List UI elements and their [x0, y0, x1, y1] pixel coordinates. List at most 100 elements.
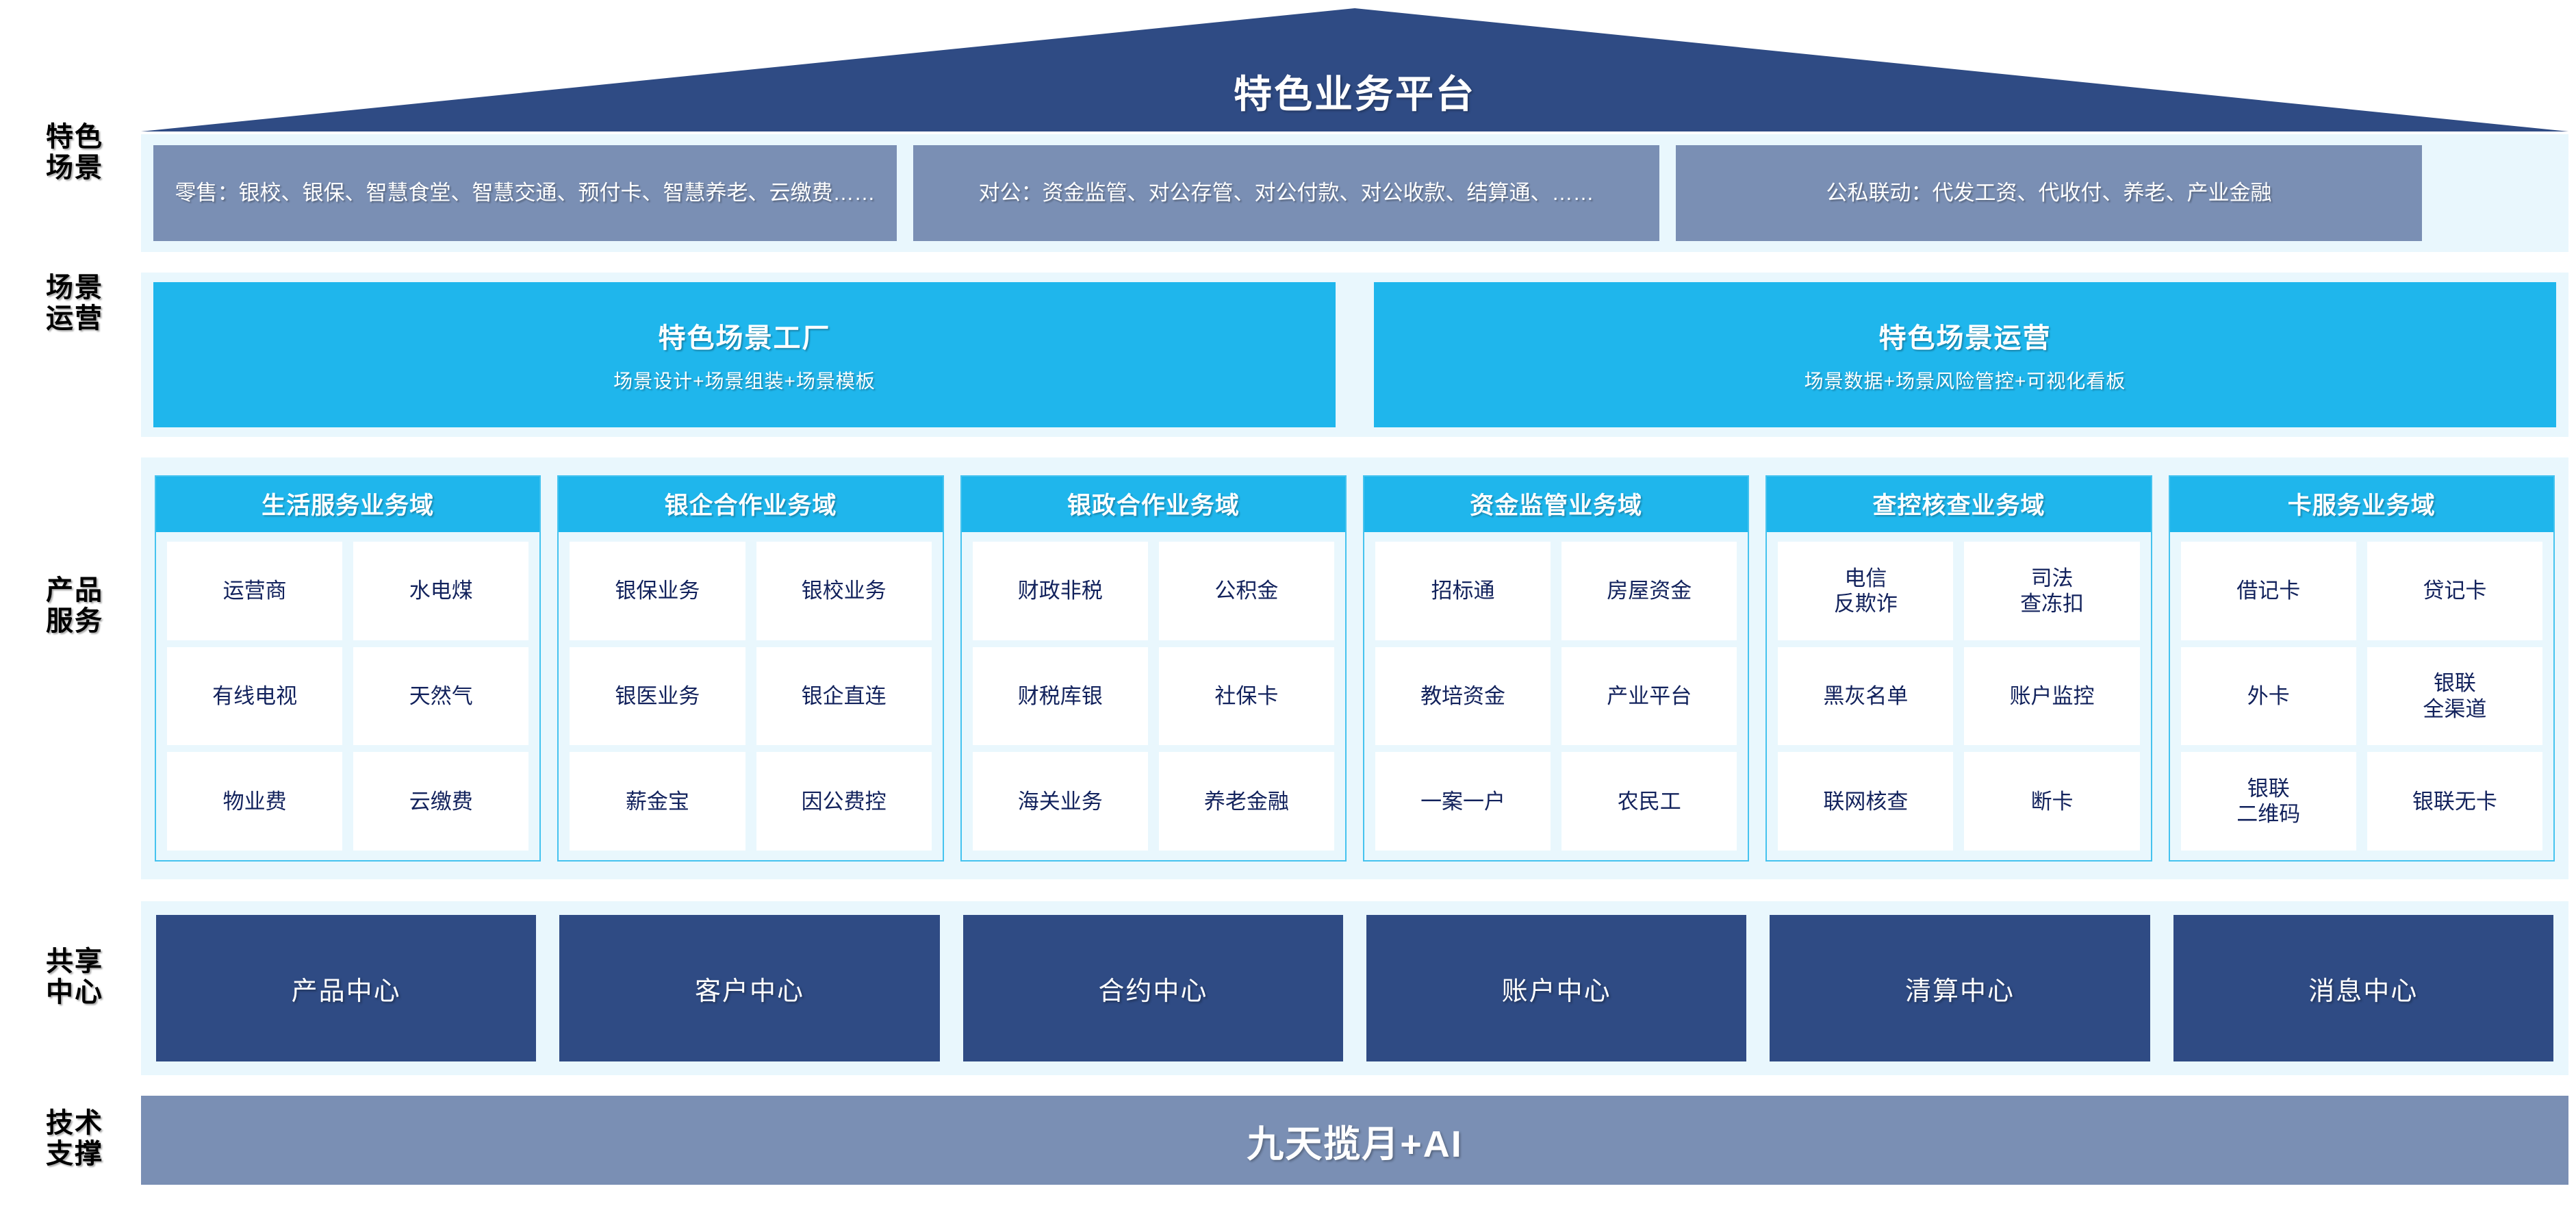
domain-cell-row: 物业费云缴费	[167, 752, 529, 851]
domain-card[interactable]: 资金监管业务域招标通房屋资金教培资金产业平台一案一户农民工	[1362, 475, 1750, 862]
domain-card[interactable]: 生活服务业务域运营商水电煤有线电视天然气物业费云缴费	[155, 475, 541, 862]
domain-cell[interactable]: 银医业务	[570, 646, 745, 746]
domain-cell-row: 海关业务养老金融	[972, 752, 1334, 851]
domain-cell[interactable]: 房屋资金	[1561, 542, 1737, 640]
row-label-products: 产品 服务	[46, 575, 103, 636]
shared-center-box[interactable]: 客户中心	[559, 915, 940, 1061]
domain-cell-row: 银保业务银校业务	[570, 542, 932, 640]
operations-band: 特色场景工厂 场景设计+场景组装+场景模板 特色场景运营 场景数据+场景风险管控…	[141, 273, 2568, 437]
domain-card-title: 查控核查业务域	[1767, 477, 2151, 532]
domain-cell-row: 财政非税公积金	[972, 542, 1334, 640]
domain-cell[interactable]: 云缴费	[353, 752, 529, 851]
domain-cell[interactable]: 财税库银	[972, 646, 1148, 746]
domain-cell[interactable]: 银校业务	[756, 542, 932, 640]
domain-cell[interactable]: 运营商	[167, 542, 343, 640]
domain-card-title: 资金监管业务域	[1364, 477, 1748, 532]
row-label-shared: 共享 中心	[46, 946, 103, 1007]
domain-cell[interactable]: 电信 反欺诈	[1778, 542, 1954, 640]
domain-cell[interactable]: 借记卡	[2180, 542, 2356, 640]
domain-card-body: 银保业务银校业务银医业务银企直连薪金宝因公费控	[559, 532, 942, 860]
row-label-operations: 场景 运营	[46, 273, 103, 334]
row-label-scenes: 特色 场景	[46, 122, 103, 183]
scene-box-corporate[interactable]: 对公：资金监管、对公存管、对公付款、对公收款、结算通、……	[913, 145, 1659, 241]
domain-cell[interactable]: 物业费	[167, 752, 343, 851]
domain-cell[interactable]: 黑灰名单	[1778, 646, 1954, 746]
platform-roof: 特色业务平台	[141, 8, 2568, 131]
domain-cell-row: 一案一户农民工	[1375, 752, 1737, 851]
domain-cell[interactable]: 财政非税	[972, 542, 1148, 640]
scene-box-public-private[interactable]: 公私联动：代发工资、代收付、养老、产业金融	[1676, 145, 2422, 241]
domain-cell[interactable]: 有线电视	[167, 646, 343, 746]
domain-cell[interactable]: 产业平台	[1561, 646, 1737, 746]
domain-cell-row: 银医业务银企直连	[570, 646, 932, 746]
domain-cell-row: 薪金宝因公费控	[570, 752, 932, 851]
domain-cell[interactable]: 断卡	[1964, 752, 2140, 851]
domain-cell[interactable]: 银联无卡	[2367, 752, 2542, 851]
domain-card-title: 银企合作业务域	[559, 477, 943, 532]
domain-cell[interactable]: 外卡	[2180, 646, 2356, 746]
domain-card-body: 电信 反欺诈司法 查冻扣黑灰名单账户监控联网核查断卡	[1767, 532, 2150, 860]
ops-subtitle: 场景设计+场景组装+场景模板	[613, 370, 876, 392]
domain-cell[interactable]: 银企直连	[756, 646, 932, 746]
domain-card-body: 运营商水电煤有线电视天然气物业费云缴费	[156, 532, 539, 860]
domain-cell-row: 外卡银联 全渠道	[2180, 646, 2542, 746]
row-label-tech: 技术 支撑	[46, 1108, 103, 1169]
page-title: 特色业务平台	[1234, 73, 1476, 116]
domain-cell[interactable]: 因公费控	[756, 752, 932, 851]
domain-cell[interactable]: 联网核查	[1778, 752, 1954, 851]
domain-card-body: 财政非税公积金财税库银社保卡海关业务养老金融	[962, 532, 1345, 860]
domain-cell[interactable]: 贷记卡	[2367, 542, 2542, 640]
domain-card-title: 银政合作业务域	[961, 477, 1345, 532]
ops-box-scene-operation[interactable]: 特色场景运营 场景数据+场景风险管控+可视化看板	[1374, 282, 2556, 427]
domain-cell[interactable]: 公积金	[1158, 542, 1334, 640]
domain-card-body: 招标通房屋资金教培资金产业平台一案一户农民工	[1364, 532, 1748, 860]
ops-title: 特色场景工厂	[658, 323, 831, 353]
domain-cell[interactable]: 银保业务	[570, 542, 745, 640]
domain-cell[interactable]: 海关业务	[972, 752, 1148, 851]
domain-cell[interactable]: 银联 全渠道	[2367, 646, 2542, 746]
domain-cell[interactable]: 教培资金	[1375, 646, 1551, 746]
domain-cell[interactable]: 薪金宝	[570, 752, 745, 851]
domain-card-title: 卡服务业务域	[2169, 477, 2553, 532]
ops-subtitle: 场景数据+场景风险管控+可视化看板	[1804, 370, 2126, 392]
shared-center-box[interactable]: 合约中心	[962, 915, 1343, 1061]
shared-band: 产品中心客户中心合约中心账户中心清算中心消息中心	[141, 901, 2568, 1075]
domain-cell[interactable]: 养老金融	[1158, 752, 1334, 851]
domain-cell[interactable]: 账户监控	[1964, 646, 2140, 746]
domain-cell-row: 银联 二维码银联无卡	[2180, 752, 2542, 851]
domain-cell-row: 财税库银社保卡	[972, 646, 1334, 746]
products-band: 生活服务业务域运营商水电煤有线电视天然气物业费云缴费银企合作业务域银保业务银校业…	[141, 457, 2568, 879]
domain-card-title: 生活服务业务域	[156, 477, 540, 532]
domain-cell-row: 教培资金产业平台	[1375, 646, 1737, 746]
domain-card[interactable]: 查控核查业务域电信 反欺诈司法 查冻扣黑灰名单账户监控联网核查断卡	[1765, 475, 2152, 862]
scenes-band: 零售：银校、银保、智慧食堂、智慧交通、预付卡、智慧养老、云缴费…… 对公：资金监…	[141, 134, 2568, 252]
shared-center-box[interactable]: 清算中心	[1770, 915, 2150, 1061]
domain-cell[interactable]: 水电煤	[353, 542, 529, 640]
shared-center-box[interactable]: 产品中心	[156, 915, 537, 1061]
domain-cell-row: 有线电视天然气	[167, 646, 529, 746]
domain-cell-row: 招标通房屋资金	[1375, 542, 1737, 640]
shared-center-box[interactable]: 消息中心	[2173, 915, 2553, 1061]
domain-cell-row: 借记卡贷记卡	[2180, 542, 2542, 640]
shared-center-box[interactable]: 账户中心	[1366, 915, 1747, 1061]
domain-cell[interactable]: 招标通	[1375, 542, 1551, 640]
domain-cell[interactable]: 农民工	[1561, 752, 1737, 851]
ops-box-scene-factory[interactable]: 特色场景工厂 场景设计+场景组装+场景模板	[153, 282, 1336, 427]
domain-card-body: 借记卡贷记卡外卡银联 全渠道银联 二维码银联无卡	[2170, 532, 2553, 860]
domain-cell[interactable]: 银联 二维码	[2180, 752, 2356, 851]
domain-cell-row: 黑灰名单账户监控	[1778, 646, 2140, 746]
domain-card[interactable]: 银企合作业务域银保业务银校业务银医业务银企直连薪金宝因公费控	[557, 475, 944, 862]
domain-cell-row: 联网核查断卡	[1778, 752, 2140, 851]
roof-triangle-shape	[141, 8, 2568, 131]
domain-cell[interactable]: 一案一户	[1375, 752, 1551, 851]
domain-cell[interactable]: 社保卡	[1158, 646, 1334, 746]
domain-cell-row: 电信 反欺诈司法 查冻扣	[1778, 542, 2140, 640]
tech-support-bar[interactable]: 九天揽月+AI	[141, 1096, 2568, 1185]
domain-cell[interactable]: 司法 查冻扣	[1964, 542, 2140, 640]
ops-title: 特色场景运营	[1878, 323, 2052, 353]
domain-card[interactable]: 银政合作业务域财政非税公积金财税库银社保卡海关业务养老金融	[960, 475, 1347, 862]
domain-cell[interactable]: 天然气	[353, 646, 529, 746]
domain-card[interactable]: 卡服务业务域借记卡贷记卡外卡银联 全渠道银联 二维码银联无卡	[2168, 475, 2555, 862]
scene-box-retail[interactable]: 零售：银校、银保、智慧食堂、智慧交通、预付卡、智慧养老、云缴费……	[153, 145, 897, 241]
